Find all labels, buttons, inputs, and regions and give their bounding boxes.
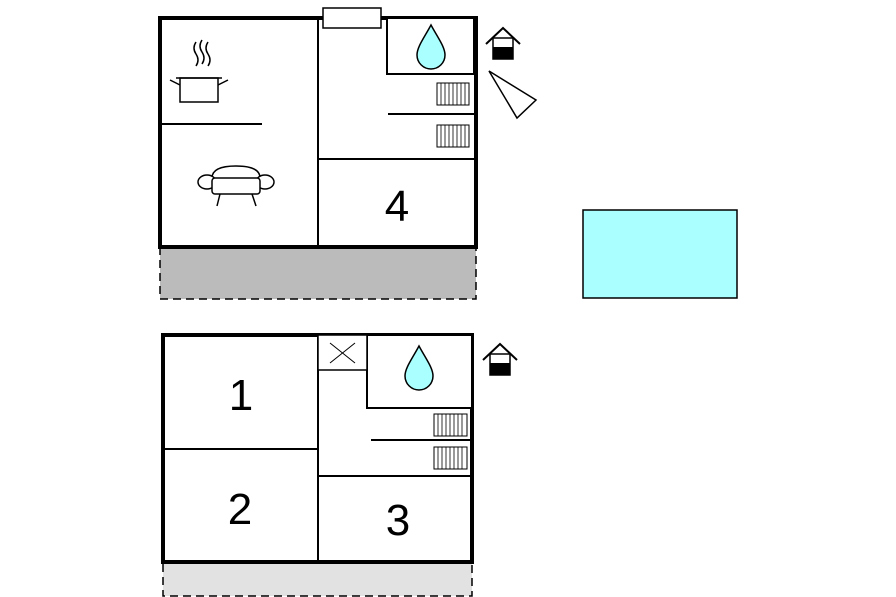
radiator-icon (433, 413, 468, 437)
void-cross-icon (317, 334, 368, 371)
pool (582, 209, 738, 299)
house-entrance-icon (485, 26, 521, 60)
sofa-icon (197, 165, 275, 207)
room-number-2: 2 (228, 485, 252, 534)
room-number-3: 3 (386, 496, 410, 545)
house-entrance-icon (482, 342, 518, 376)
water-drop-icon (416, 23, 446, 70)
terrace-upper (159, 246, 477, 300)
terrace-lower (162, 561, 473, 597)
skylight-icon (322, 7, 382, 29)
lower-floor: 1 2 3 (161, 333, 518, 597)
upper-floor: 4 (158, 7, 538, 300)
compass-triangle-icon (488, 70, 538, 120)
radiator-icon (433, 446, 468, 470)
radiator-icon (436, 82, 470, 106)
radiator-icon (436, 124, 470, 148)
room-number-4: 4 (385, 182, 409, 231)
cooking-pot-icon (169, 39, 229, 103)
room-number-1: 1 (229, 371, 253, 420)
water-drop-icon (404, 344, 434, 391)
